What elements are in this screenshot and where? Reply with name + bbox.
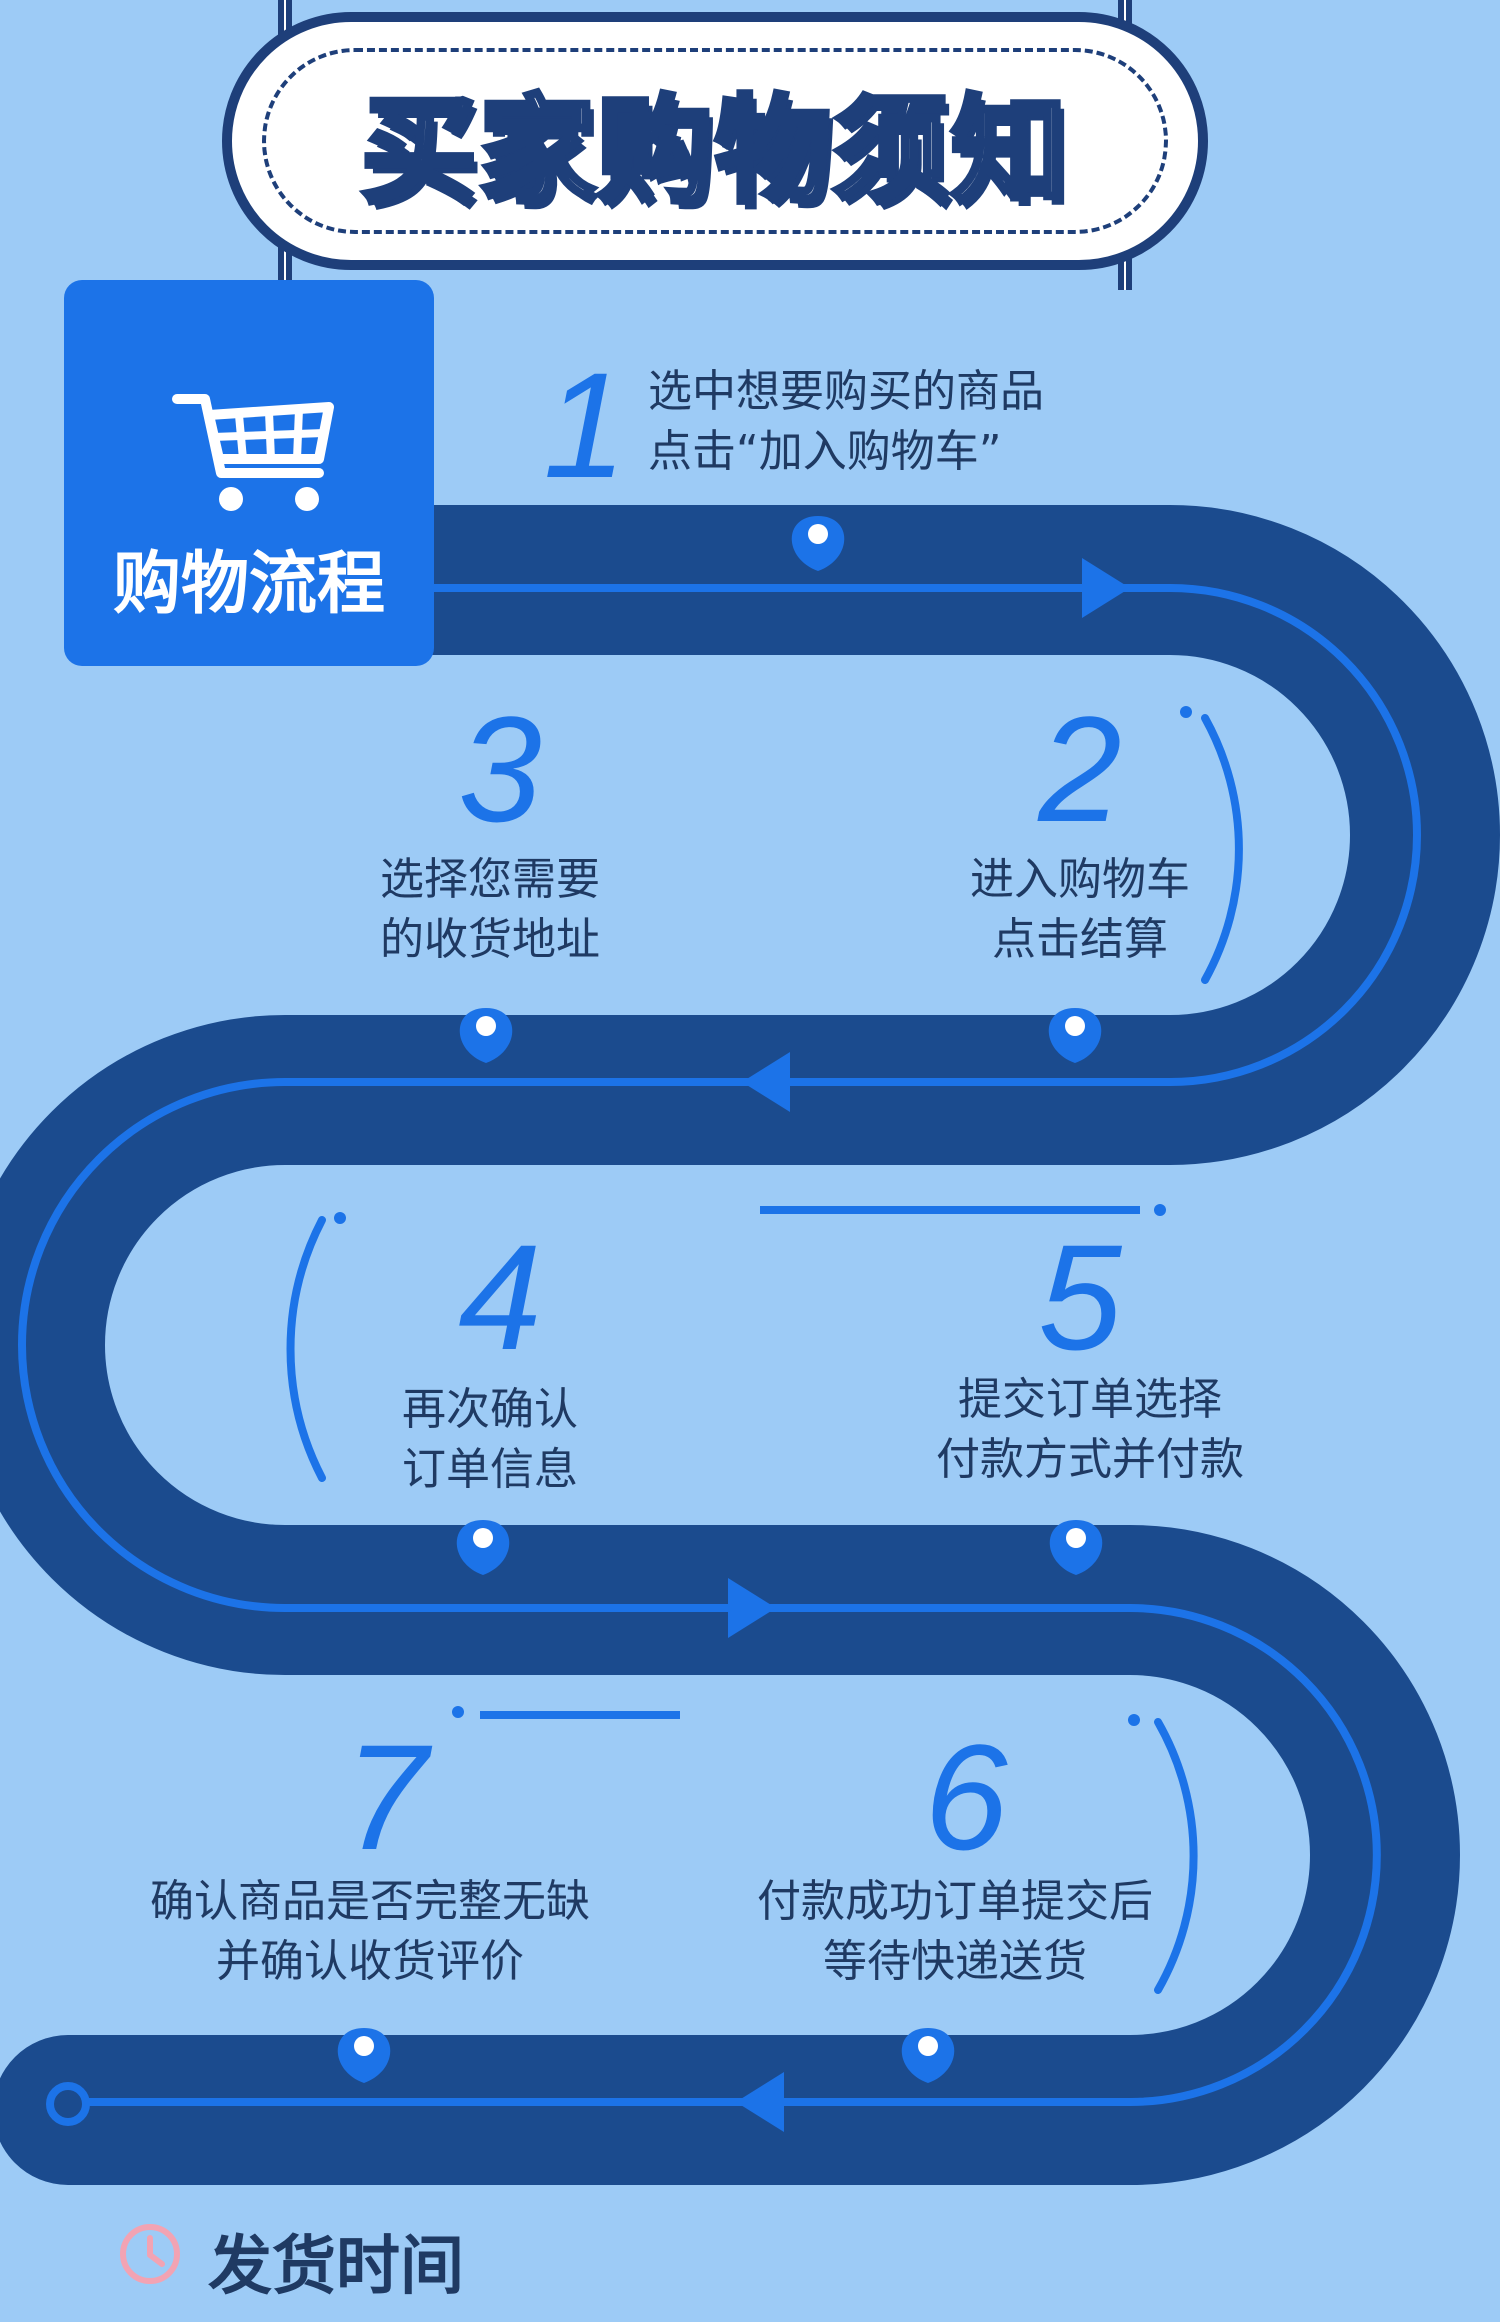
deco-dot-7 [452, 1706, 464, 1718]
deco-dot-6 [1128, 1714, 1140, 1726]
road-outer [0, 505, 1500, 2185]
step-number-2: 2 [1038, 685, 1122, 853]
process-label: 购物流程 [112, 545, 385, 624]
step-number-1: 1 [543, 341, 627, 509]
step-text-5: 提交订单选择 付款方式并付款 [936, 1374, 1244, 1485]
process-badge: 购物流程 [64, 280, 434, 666]
location-pin-icon [456, 1520, 510, 1575]
page-title: 买家购物须知 [359, 82, 1070, 222]
arrow-icon [728, 1578, 776, 1638]
road-end-icon [46, 2082, 90, 2126]
step-text-1: 选中想要购买的商品 点击“加入购物车” [648, 366, 1044, 477]
deco-dot-5 [1154, 1204, 1166, 1216]
step-text-7: 确认商品是否完整无缺 并确认收货评价 [150, 1876, 590, 1987]
location-pin-icon [1049, 1520, 1103, 1575]
step-text-4: 再次确认 订单信息 [402, 1384, 578, 1495]
banner-frame [222, 12, 1208, 270]
step-number-6: 6 [924, 1713, 1008, 1881]
cart-icon [172, 394, 334, 511]
deco-dot-2 [1180, 706, 1192, 718]
step-text-3: 选择您需要 的收货地址 [380, 854, 600, 965]
location-pin-icon [901, 2028, 955, 2083]
step-number-3: 3 [458, 685, 542, 853]
banner: 买家购物须知 [262, 48, 1168, 234]
step-number-5: 5 [1038, 1213, 1122, 1381]
location-pin-icon [459, 1008, 513, 1063]
location-pin-icon [337, 2028, 391, 2083]
clock-icon [120, 2224, 180, 2284]
step-text-6: 付款成功订单提交后 等待快递送货 [757, 1876, 1153, 1987]
deco-arc-4 [286, 1216, 326, 1482]
arrow-icon [736, 2072, 784, 2132]
location-pin-icon [791, 516, 845, 571]
deco-arc-6 [1154, 1718, 1198, 1994]
step-number-4: 4 [458, 1213, 542, 1381]
shipping-time-heading: 发货时间 [208, 2230, 464, 2304]
arrow-icon [1082, 558, 1130, 618]
step-number-7: 7 [344, 1713, 428, 1881]
step-text-2: 进入购物车 点击结算 [970, 854, 1190, 965]
deco-arc-2 [1201, 714, 1243, 984]
arrow-icon [742, 1052, 790, 1112]
location-pin-icon [1048, 1008, 1102, 1063]
road-center-line [18, 584, 1421, 2106]
deco-dot-4 [334, 1212, 346, 1224]
